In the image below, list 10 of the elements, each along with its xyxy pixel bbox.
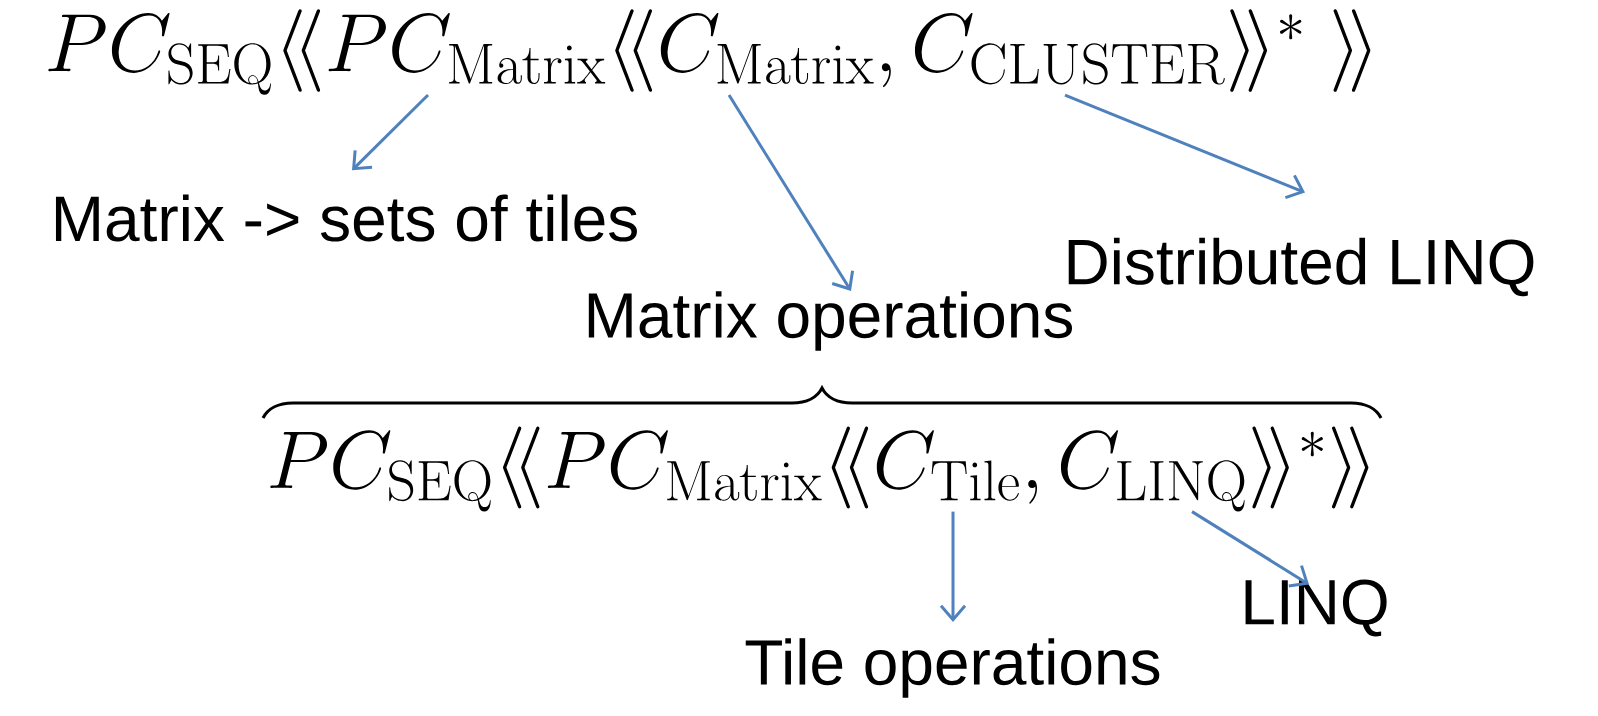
arrow: [1191, 510, 1309, 588]
arrow: [727, 94, 855, 291]
text-label: LINQ: [1245, 579, 1387, 637]
text-label: Matrix -> sets of tiles: [55, 194, 637, 242]
arrow: [939, 511, 967, 622]
arrow: [1064, 93, 1305, 199]
text-label: Tile operations: [745, 638, 1160, 698]
formula: $PC_{\mathrm{SEQ}}\langle\!\langle PC_{\mathrm{Matrix}}\langle\!\langle C_{\mathrm{Matrix}}, C_{\mathrm{CLUSTER}}\rangle\!\rangle^{*}\ \rangle\!\rangle$: [48, 9, 1371, 95]
arrow: [352, 93, 430, 171]
formula: $PC_{\mathrm{SEQ}}\langle\!\langle PC_{\mathrm{Matrix}}\langle\!\langle C_{\mathrm{Tile}}, C_{\mathrm{LINQ}}\rangle\!\rangle^{*}\rangle\!\rangle$: [270, 426, 1369, 512]
